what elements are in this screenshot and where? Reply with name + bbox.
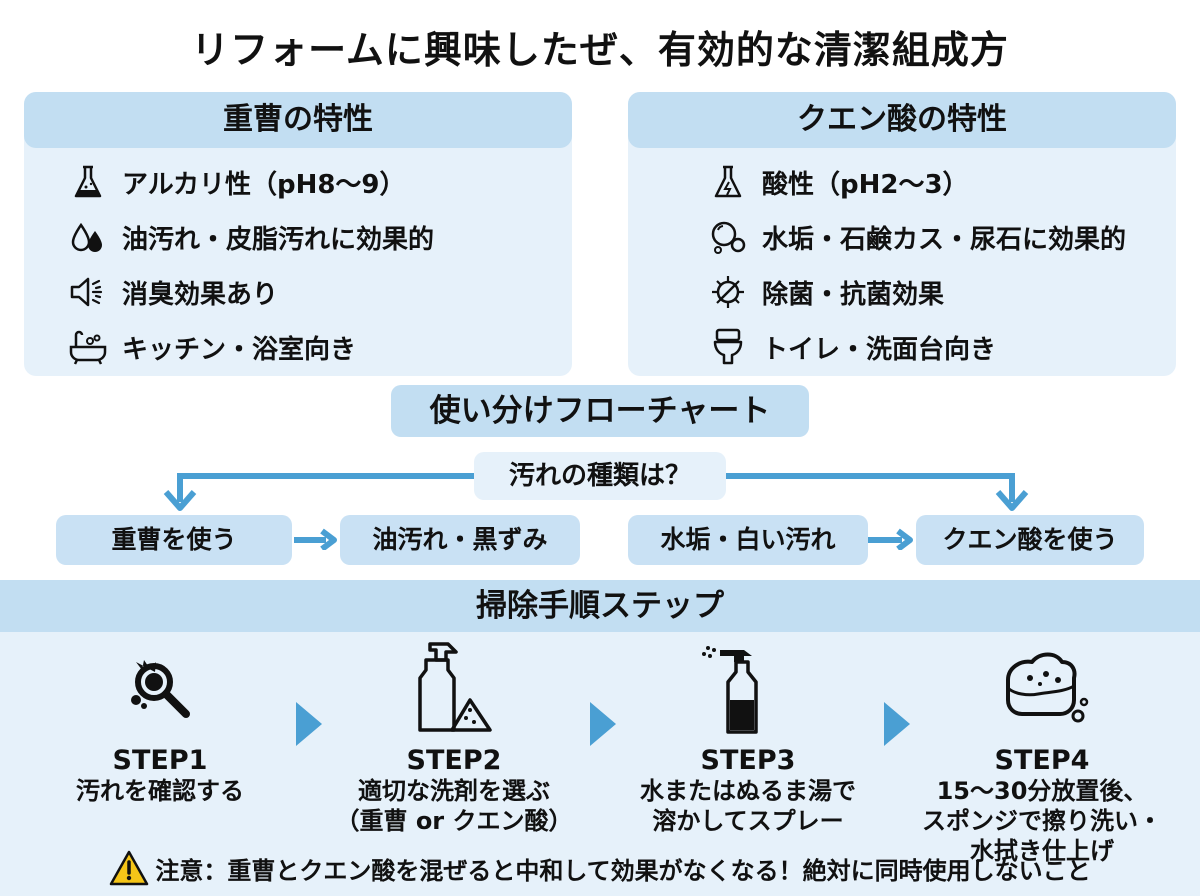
feature-text: 酸性（pH2〜3） [762, 169, 969, 200]
feature-text: 水垢・石鹸カス・尿石に効果的 [762, 224, 1127, 255]
page-title: リフォームに興味したぜ、有効的な清潔組成方 [191, 28, 1009, 72]
step-4: STEP4 15〜30分放置後、 スポンジで擦り洗い・ 水拭き仕上げ [922, 640, 1162, 866]
step-description: 汚れを確認する [76, 777, 244, 805]
flow-oil-stain: 油汚れ・黒ずみ [340, 515, 580, 565]
droplets-icon [68, 217, 108, 257]
step-description: 15〜30分放置後、 スポンジで擦り洗い・ 水拭き仕上げ [922, 777, 1162, 865]
step-label: STEP2 [406, 745, 502, 776]
acid-flask-icon [708, 162, 748, 202]
step-arrow-2 [590, 702, 616, 746]
feature-antibacterial: 除菌・抗菌効果 [708, 272, 944, 312]
feature-text: 除菌・抗菌効果 [762, 279, 945, 310]
antibacterial-icon [708, 272, 748, 312]
warning-notice: 注意：重曹とクエン酸を混ぜると中和して効果がなくなる！絶対に同時使用しないこと [0, 848, 1200, 888]
step-1: STEP1 汚れを確認する [40, 640, 280, 806]
step-description: 適切な洗剤を選ぶ （重曹 or クエン酸） [335, 777, 573, 835]
step-2: STEP2 適切な洗剤を選ぶ （重曹 or クエン酸） [334, 640, 574, 836]
bathtub-icon [68, 327, 108, 367]
warning-icon [110, 850, 149, 886]
arrow-right-2 [896, 528, 913, 550]
magnifier-icon [112, 640, 208, 736]
citric-acid-panel: クエン酸の特性 酸性（pH2〜3） 水垢・石鹸カス・尿石に効果的 除菌・抗菌効果… [628, 92, 1176, 376]
arrow-down-left [163, 490, 197, 511]
feature-alkaline: アルカリ性（pH8〜9） [68, 162, 406, 202]
step-label: STEP1 [112, 745, 208, 776]
flow-use-citric-acid: クエン酸を使う [916, 515, 1144, 565]
feature-acidic: 酸性（pH2〜3） [708, 162, 969, 202]
step-3: STEP3 水またはぬるま湯で 溶かしてスプレー [628, 640, 868, 836]
citric-acid-heading: クエン酸の特性 [628, 92, 1176, 148]
flask-icon [68, 162, 108, 202]
baking-soda-panel: 重曹の特性 アルカリ性（pH8〜9） 油汚れ・皮脂汚れに効果的 消臭効果あり キ… [24, 92, 572, 376]
feature-deodorize: 消臭効果あり [68, 272, 278, 312]
feature-kitchen-bath: キッチン・浴室向き [68, 327, 356, 367]
feature-toilet-sink: トイレ・洗面台向き [708, 327, 996, 367]
step-description: 水またはぬるま湯で 溶かしてスプレー [640, 777, 856, 835]
feature-text: アルカリ性（pH8〜9） [122, 169, 406, 200]
feature-text: 油汚れ・皮脂汚れに効果的 [122, 224, 435, 255]
spray-bottle-icon [700, 640, 796, 736]
step-arrow-3 [884, 702, 910, 746]
steps-heading: 掃除手順ステップ [0, 580, 1200, 632]
deodorize-icon [68, 272, 108, 312]
sponge-icon [994, 640, 1090, 736]
arrow-right-1 [320, 528, 337, 550]
toilet-icon [708, 327, 748, 367]
feature-text: キッチン・浴室向き [122, 334, 357, 365]
step-label: STEP3 [700, 745, 796, 776]
flow-use-baking-soda: 重曹を使う [56, 515, 292, 565]
flowchart-heading: 使い分けフローチャート [391, 385, 809, 437]
steps-section: 掃除手順ステップ STEP1 汚れを確認する STEP2 適切な洗剤を選ぶ （重… [0, 580, 1200, 896]
step-label: STEP4 [994, 745, 1090, 776]
flow-question: 汚れの種類は？ [474, 452, 726, 500]
arrow-down-right [995, 490, 1029, 511]
feature-limescale: 水垢・石鹸カス・尿石に効果的 [708, 217, 1126, 257]
flowchart-connectors [163, 473, 1029, 550]
baking-soda-heading: 重曹の特性 [24, 92, 572, 148]
flow-water-stain: 水垢・白い汚れ [628, 515, 868, 565]
bubbles-icon [708, 217, 748, 257]
feature-oil-stain: 油汚れ・皮脂汚れに効果的 [68, 217, 434, 257]
feature-text: トイレ・洗面台向き [762, 334, 997, 365]
feature-text: 消臭効果あり [122, 279, 279, 310]
warning-text: 注意：重曹とクエン酸を混ぜると中和して効果がなくなる！絶対に同時使用しないこと [155, 856, 1091, 885]
step-arrow-1 [296, 702, 322, 746]
spray-powder-icon [406, 640, 502, 736]
